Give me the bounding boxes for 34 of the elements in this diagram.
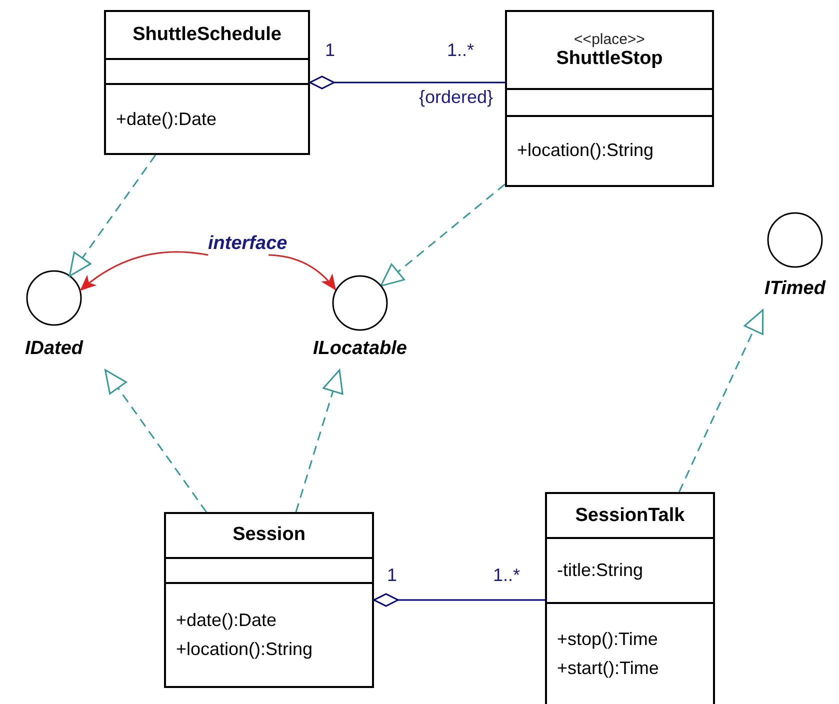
multiplicity-label: 1..* — [493, 565, 520, 586]
realization-arrow — [295, 369, 344, 512]
interface-circle — [767, 212, 823, 268]
class-box — [505, 10, 714, 187]
aggregation-line — [309, 76, 505, 90]
class-box — [545, 492, 715, 704]
multiplicity-label: 1..* — [447, 40, 474, 61]
method-text: +location():String — [517, 139, 655, 162]
interface-name: ITimed — [764, 278, 826, 300]
method-text: +date():Date +location():String — [176, 609, 314, 662]
interface-circle — [332, 275, 388, 331]
class-box — [104, 10, 310, 155]
realization-arrow — [68, 154, 156, 277]
stereotype-label: <<place>> — [574, 30, 645, 48]
realization-arrow — [380, 184, 506, 287]
aggregation-line — [373, 593, 545, 607]
method-text: +stop():Time +start():Time — [557, 628, 660, 680]
multiplicity-label: 1 — [325, 40, 336, 61]
realization-arrow — [678, 309, 764, 492]
method-text: +date():Date — [116, 108, 218, 131]
multiplicity-label: 1 — [387, 565, 398, 586]
class-name: SessionTalk — [575, 504, 685, 527]
class-box — [164, 512, 374, 688]
interface-circle — [26, 270, 82, 326]
interface-name: ILocatable — [313, 338, 407, 360]
interface-name: IDated — [24, 338, 84, 360]
class-name: ShuttleSchedule — [132, 24, 282, 46]
class-name: ShuttleStop — [556, 48, 663, 70]
class-name: Session — [232, 524, 306, 546]
annotation-label: interface — [208, 233, 288, 255]
realization-arrow — [104, 369, 207, 512]
arrow — [80, 251, 208, 292]
attribute-text: -title:String — [557, 559, 644, 582]
arrow — [268, 254, 337, 291]
